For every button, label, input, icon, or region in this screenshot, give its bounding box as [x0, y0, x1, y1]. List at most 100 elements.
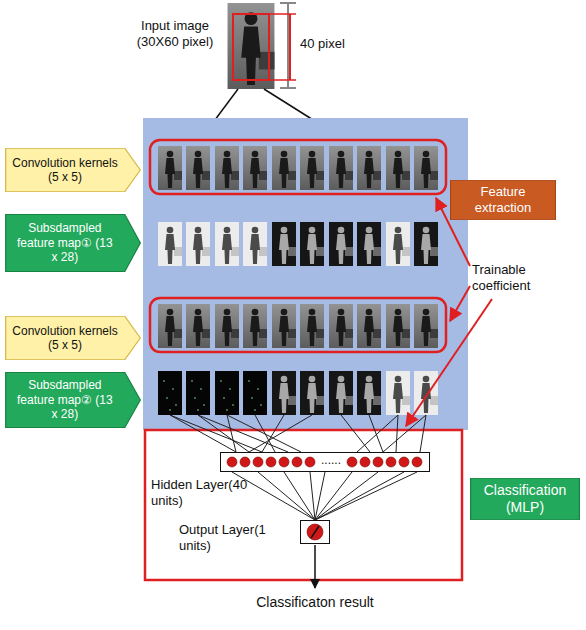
kernel-tile — [386, 146, 410, 190]
wire-fan — [170, 415, 426, 452]
node-text: Convolution kernels (5 x 5) — [7, 324, 123, 353]
label-tag: Subsdampled feature map① (13 x 28) — [5, 214, 141, 272]
wire — [258, 472, 315, 520]
outline — [6, 316, 141, 360]
classification-frame — [145, 430, 462, 580]
layer-label: Hidden Layer(40 units) — [151, 477, 263, 508]
process-box: Feature extraction — [450, 180, 556, 220]
crop-window — [233, 14, 269, 80]
connector — [315, 472, 325, 520]
neuron-slash — [311, 526, 319, 538]
neuron — [266, 457, 276, 467]
dimension-label: 40 pixel — [300, 36, 370, 52]
wire — [198, 415, 249, 452]
kernel-tile — [414, 304, 438, 348]
kernel-tile — [329, 146, 353, 190]
output-neuron — [307, 524, 323, 540]
feature-map-tile — [158, 222, 182, 266]
wire — [310, 472, 315, 520]
trainable-frame — [150, 140, 446, 194]
kernel-tile — [215, 146, 239, 190]
feature-map-tile — [386, 222, 410, 266]
feature-map-tile — [357, 222, 381, 266]
neuron — [253, 457, 263, 467]
outline — [6, 372, 141, 427]
wire — [396, 415, 398, 452]
dimension-line — [289, 14, 291, 80]
process-box: Classification (MLP) — [470, 478, 580, 520]
wire — [284, 472, 315, 520]
feature-map-tile — [215, 371, 239, 415]
neuron — [305, 457, 315, 467]
kernel-tile — [300, 146, 324, 190]
kernel-tile — [300, 304, 324, 348]
trainable-frame — [150, 298, 446, 352]
wire — [198, 415, 288, 452]
wire-fan — [232, 472, 417, 520]
neuron — [412, 457, 422, 467]
input-photo — [228, 3, 275, 89]
neuron — [399, 457, 409, 467]
neuron — [360, 457, 370, 467]
neuron — [347, 457, 357, 467]
node-text: Subsdampled feature map① (13 x 28) — [17, 221, 113, 264]
wire — [420, 415, 426, 452]
result-label: Classificaton result — [235, 594, 395, 611]
feature-map-tile — [186, 371, 210, 415]
feature-map-tile — [329, 371, 353, 415]
wire — [170, 415, 262, 452]
wire — [227, 415, 301, 452]
layer-box: Hidden Layer(40 units)...... — [220, 452, 430, 472]
kernel-tile — [186, 146, 210, 190]
kernel-tile — [357, 146, 381, 190]
wire — [357, 415, 398, 452]
feature-map-tile — [386, 371, 410, 415]
kernel-tile — [186, 304, 210, 348]
feature-map-tile — [215, 222, 239, 266]
node-text: Convolution kernels (5 x 5) — [7, 156, 123, 185]
wire — [227, 415, 236, 452]
node-text: Subsdampled feature map② (13 x 28) — [17, 378, 113, 421]
dimension-tick — [269, 79, 296, 81]
pointer-arrow — [406, 299, 492, 426]
outline — [6, 214, 141, 271]
feature-map-tile — [357, 371, 381, 415]
callout-label: Trainable coefficient — [472, 262, 572, 293]
outline — [6, 148, 141, 192]
node-text: Classification (MLP) — [475, 482, 575, 516]
dimension-line — [288, 4, 289, 87]
layer-label: Output Layer(1 units) — [179, 522, 289, 553]
wire — [315, 472, 378, 520]
wire — [383, 415, 426, 452]
kernel-tile — [357, 304, 381, 348]
feature-panel — [143, 118, 468, 430]
feature-map-tile — [272, 222, 296, 266]
label-tag: Subsdampled feature map② (13 x 28) — [5, 372, 141, 428]
feature-map-tile — [414, 222, 438, 266]
label-tag: Convolution kernels (5 x 5) — [5, 148, 141, 192]
dimension-tick — [269, 13, 296, 15]
neuron — [240, 457, 250, 467]
pointer-arrow — [450, 286, 470, 321]
dimension-tick — [280, 88, 296, 89]
kernel-tile — [272, 304, 296, 348]
node-text: Feature extraction — [455, 184, 551, 215]
wire — [315, 472, 404, 520]
kernel-tile — [243, 146, 267, 190]
kernel-tile — [158, 304, 182, 348]
label-tag: Convolution kernels (5 x 5) — [5, 316, 141, 360]
feature-map-tile — [272, 371, 296, 415]
result-arrow — [314, 545, 316, 588]
feature-map-tile — [329, 222, 353, 266]
dimension-tick — [280, 3, 296, 4]
feature-map-tile — [300, 371, 324, 415]
kernel-tile — [215, 304, 239, 348]
wire — [341, 415, 370, 452]
feature-map-tile — [243, 371, 267, 415]
wire — [315, 472, 417, 520]
neuron — [279, 457, 289, 467]
ellipsis: ...... — [321, 453, 349, 467]
neuron — [373, 457, 383, 467]
